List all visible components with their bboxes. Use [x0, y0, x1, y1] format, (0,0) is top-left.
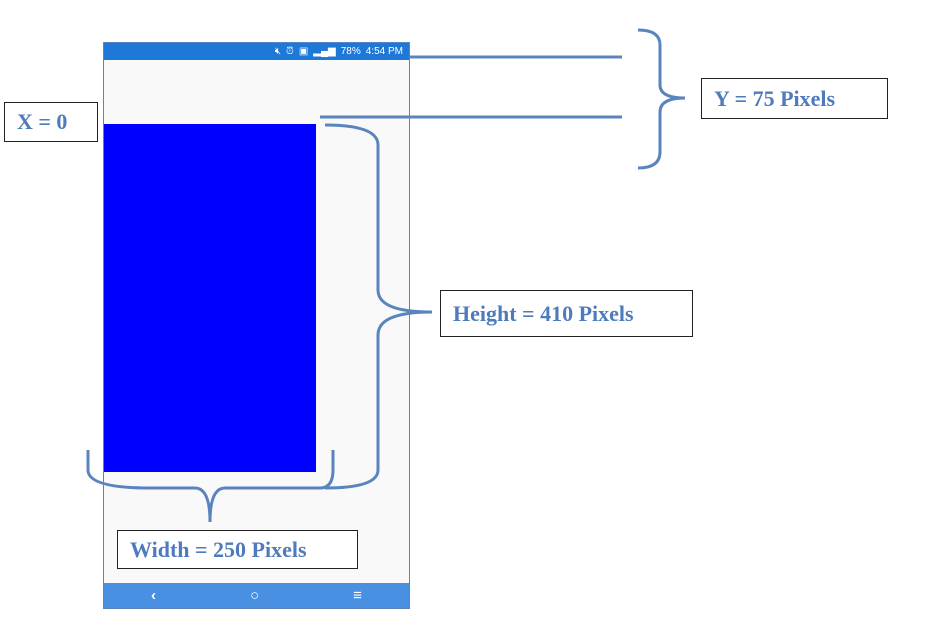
height-brace — [324, 123, 433, 490]
nav-bar: ‹ ○ ≡ — [104, 583, 409, 608]
height-label: Height = 410 Pixels — [440, 290, 693, 337]
home-button[interactable]: ○ — [250, 587, 260, 604]
sim-2-icon: ▣ — [298, 46, 309, 57]
mute-icon: 🔇︎ — [274, 46, 281, 57]
signal-icon: ▂▄▆ — [313, 46, 336, 57]
y-label: Y = 75 Pixels — [701, 78, 888, 119]
battery-percent: 78% — [340, 46, 361, 57]
width-brace — [86, 450, 335, 523]
clock: 4:54 PM — [365, 46, 403, 57]
blue-rectangle — [104, 124, 316, 472]
menu-button[interactable]: ≡ — [353, 587, 362, 604]
status-bar: 🔇︎ ⏰︎ ▣ ▂▄▆ 78% 4:54 PM — [104, 43, 409, 60]
x-label: X = 0 — [4, 102, 98, 142]
back-button[interactable]: ‹ — [151, 587, 157, 604]
y-brace — [637, 28, 686, 170]
alarm-icon: ⏰︎ — [286, 46, 294, 57]
width-label: Width = 250 Pixels — [117, 530, 358, 569]
